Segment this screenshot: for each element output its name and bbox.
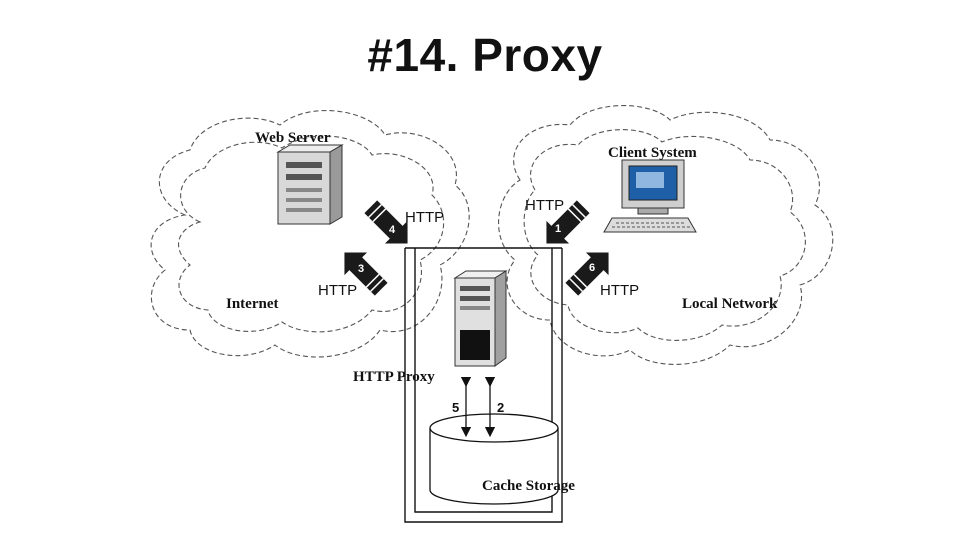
web-server-label: Web Server [255,130,331,146]
step-5-label: 5 [452,400,459,415]
http-label-step-1: HTTP [525,197,564,214]
http-label-step-6: HTTP [600,282,639,299]
http-proxy-label: HTTP Proxy [353,369,435,385]
web-server-icon [278,145,342,224]
http-label-step-4: HTTP [405,209,444,226]
step-4-label: 4 [389,224,396,236]
step-3-label: 3 [358,263,364,275]
client-computer-icon [604,160,696,232]
http-label-step-3: HTTP [318,282,357,299]
internet-label: Internet [226,296,279,312]
cache-storage-label: Cache Storage [482,478,575,494]
client-system-label: Client System [608,145,697,161]
local-network-label: Local Network [682,296,778,312]
step-6-label: 6 [589,262,595,274]
step-2-label: 2 [497,400,504,415]
http-proxy-server-icon [455,271,506,366]
step-1-label: 1 [555,223,561,235]
